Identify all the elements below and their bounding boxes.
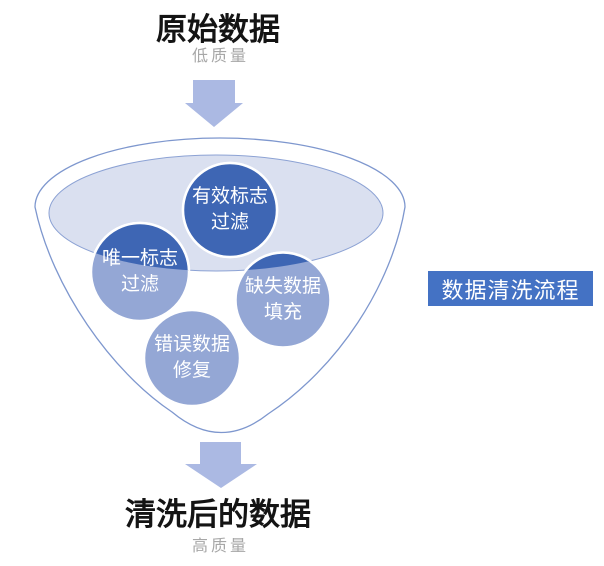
down-arrow-icon [185,80,243,127]
bubble-label-missing-data-fill: 缺失数据 填充 [245,274,321,326]
down-arrow-icon [185,442,257,488]
bubble-missing-data-fill-submerged [234,251,332,271]
bubble-label-valid-flag-filter: 有效标志 过滤 [192,184,268,236]
bubble-label-line: 唯一标志 [101,248,179,269]
process-title-badge: 数据清洗流程 [428,271,593,306]
bubble-label-line: 填充 [263,302,303,323]
source-data-title: 原始数据 [156,12,280,47]
bubble-label-line: 错误数据 [153,334,231,355]
bubble-label-line: 有效标志 [191,186,269,207]
cleaned-data-quality-label: 高质量 [191,538,249,555]
bubble-label-line: 过滤 [120,274,160,295]
bubble-error-data-repair [142,308,242,408]
bubble-label-line: 修复 [172,360,212,381]
submerged-bubble-overlays [89,161,332,271]
bubble-label-line: 缺失数据 [244,276,322,297]
funnel-outline [34,137,406,434]
cleaned-data-title: 清洗后的数据 [125,497,311,532]
source-data-quality-label: 低质量 [191,48,249,65]
bubble-label-line: 过滤 [210,212,250,233]
bubble-unique-flag-filter-submerged [89,221,191,271]
bubble-valid-flag-filter-submerged [181,161,279,259]
bubble-label-unique-flag-filter: 唯一标志 过滤 [102,246,178,298]
bubble-label-error-data-repair: 错误数据 修复 [154,332,230,384]
